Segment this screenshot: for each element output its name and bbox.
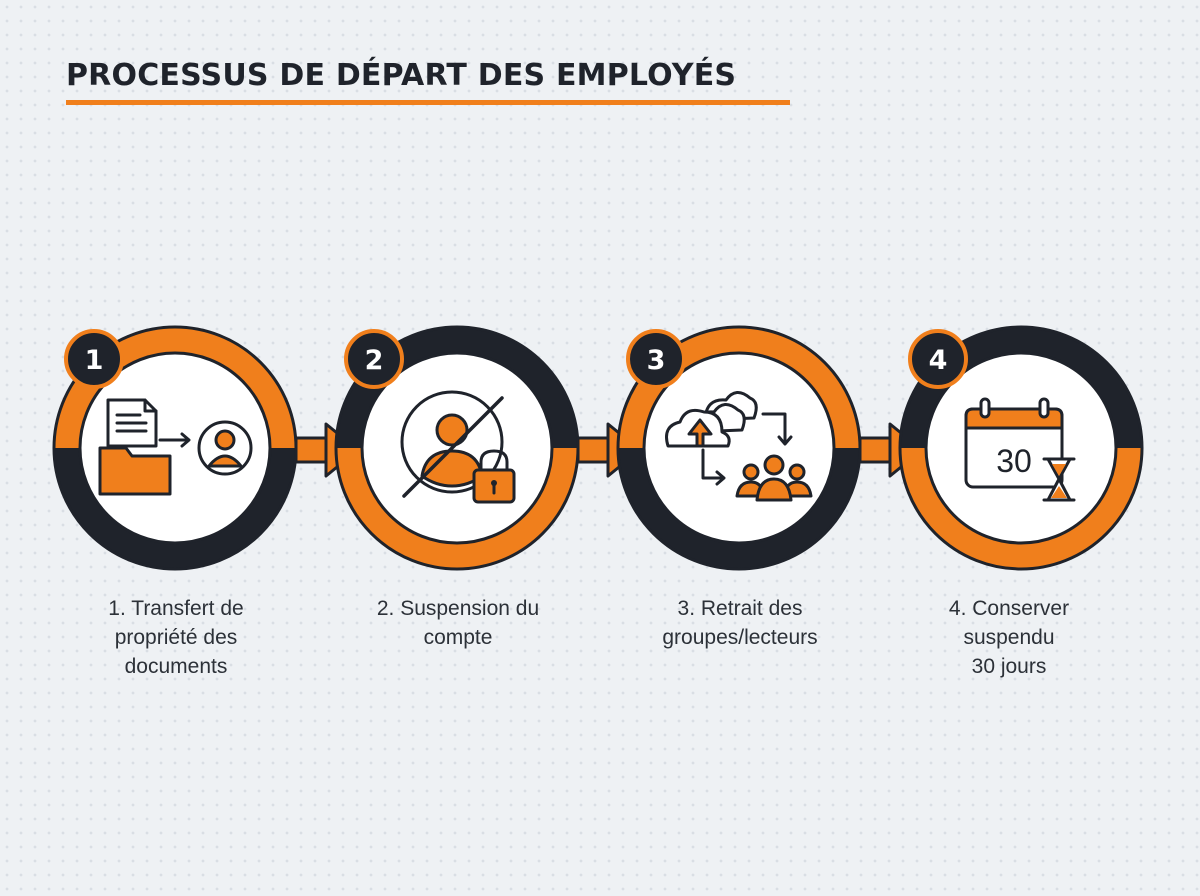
page-title: PROCESSUS DE DÉPART DES EMPLOYÉS [66,58,737,93]
calendar-day-number: 30 [996,443,1032,479]
step-4-label: 4. Conserver suspendu 30 jours [899,594,1119,681]
step-2-badge: 2 [344,329,404,389]
step-3-badge: 3 [626,329,686,389]
step-4-label-line-3: 30 jours [971,655,1047,678]
step-4-label-line-1: 4. Conserver [948,597,1070,620]
cloud-groups-removal-icon [665,391,813,502]
step-1-badge: 1 [64,329,124,389]
step-3-label: 3. Retrait des groupes/lecteurs [630,594,850,652]
calendar-hourglass-icon: 30 [964,397,1076,502]
step-1-label-line-2: propriété des [114,626,238,649]
step-1-number: 1 [85,345,104,376]
folder-transfer-to-user-icon [98,398,253,496]
suspended-user-lock-icon [400,390,516,504]
step-4-number: 4 [929,345,948,376]
step-4-label-line-2: suspendu [963,626,1055,649]
step-4-badge: 4 [908,329,968,389]
step-2-label: 2. Suspension du compte [348,594,568,652]
step-2-label-line-1: 2. Suspension du [376,597,540,620]
step-1-label-line-3: documents [124,655,228,678]
step-3-number: 3 [647,345,666,376]
step-3-label-line-2: groupes/lecteurs [662,626,818,649]
step-2-number: 2 [365,345,384,376]
step-1-label-line-1: 1. Transfert de [108,597,244,620]
step-2-label-line-2: compte [423,626,493,649]
title-underline [66,100,790,105]
step-1-label: 1. Transfert de propriété des documents [66,594,286,681]
step-3-label-line-1: 3. Retrait des [677,597,803,620]
